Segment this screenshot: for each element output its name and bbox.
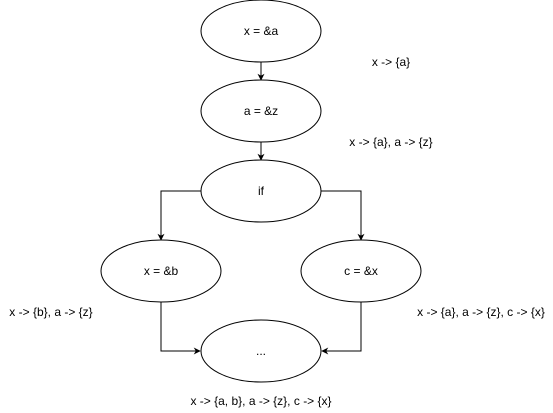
edge-n5-n6 <box>321 302 362 355</box>
annotation-after-x-eq-amp-a: x -> {a} <box>372 55 410 69</box>
node-label: c = &x <box>344 264 378 278</box>
annotation-after-x-eq-amp-b: x -> {b}, a -> {z} <box>9 305 92 319</box>
annotation-after-c-eq-amp-x: x -> {a}, a -> {z}, c -> {x} <box>417 305 545 319</box>
node-x-eq-amp-b[interactable]: x = &b <box>100 239 222 303</box>
node-label: x = &a <box>244 24 279 38</box>
node-ellipsis[interactable]: ... <box>200 319 322 383</box>
annotation-after-merge: x -> {a, b}, a -> {z}, c -> {x} <box>190 394 331 408</box>
node-shape <box>300 239 422 303</box>
node-label: if <box>258 184 265 198</box>
edge-n3-n4 <box>157 190 201 241</box>
node-label: ... <box>256 344 266 358</box>
node-shape <box>200 0 322 63</box>
node-if[interactable]: if <box>200 159 322 223</box>
node-c-eq-amp-x[interactable]: c = &x <box>300 239 422 303</box>
node-shape <box>200 159 322 223</box>
edge-n3-n5 <box>321 190 365 241</box>
node-label: a = &z <box>244 104 278 118</box>
node-label: x = &b <box>144 264 179 278</box>
annotation-after-a-eq-amp-z: x -> {a}, a -> {z} <box>349 135 432 149</box>
node-shape <box>200 319 322 383</box>
node-x-eq-amp-a[interactable]: x = &a <box>200 0 322 63</box>
node-a-eq-amp-z[interactable]: a = &z <box>200 79 322 143</box>
edges <box>157 62 365 355</box>
edge-n4-n6 <box>160 302 201 355</box>
node-shape <box>200 79 322 143</box>
node-shape <box>100 239 222 303</box>
